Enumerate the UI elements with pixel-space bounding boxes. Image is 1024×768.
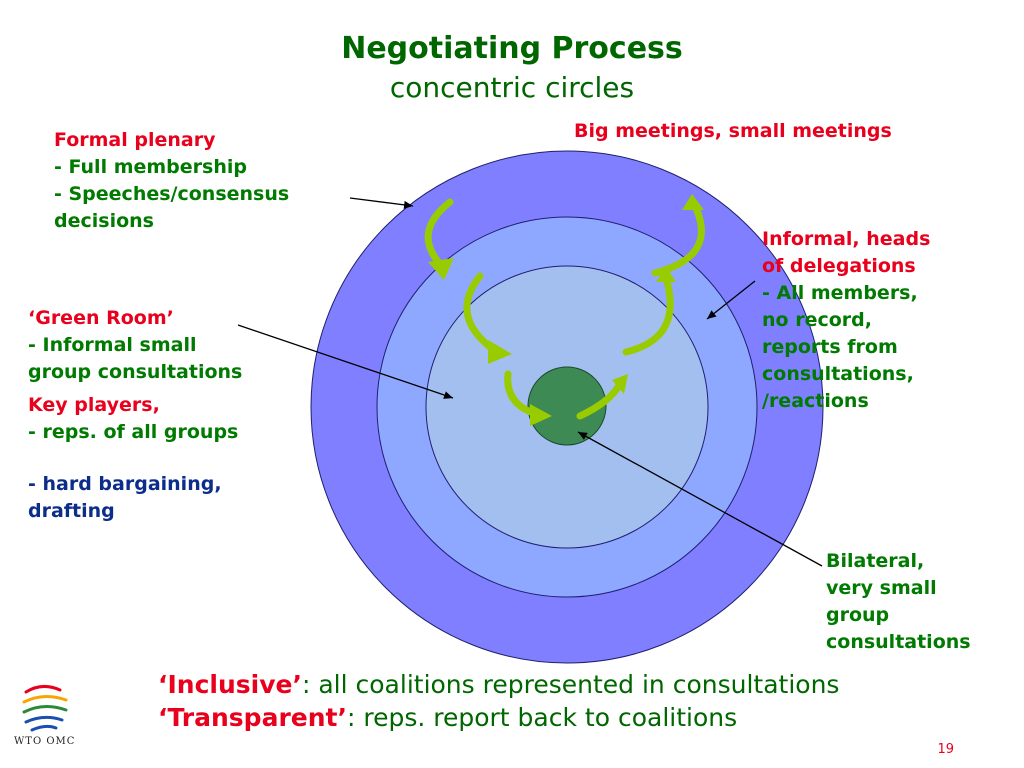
informal-heads-line: no record,: [762, 309, 872, 331]
arrowhead-outer-left: [428, 258, 454, 280]
key-players-line: - reps. of all groups: [28, 421, 239, 443]
center-circle-bilateral: [527, 366, 607, 446]
informal-heads-line: consultations,: [762, 363, 914, 385]
inclusive-note: ‘Inclusive’: all coalitions represented …: [158, 668, 839, 701]
transparent-text: : reps. report back to coalitions: [346, 703, 738, 732]
page-number: 19: [937, 742, 954, 757]
bilateral-line: consultations: [826, 631, 971, 653]
logo-text: WTO OMC: [14, 736, 76, 747]
green-room-heading: ‘Green Room’: [28, 307, 174, 329]
green-room-line: - Informal small: [28, 334, 197, 356]
green-room-label: ‘Green Room’ - Informal small group cons…: [28, 305, 242, 525]
formal-plenary-line: decisions: [54, 210, 154, 232]
informal-heads-line: reports from: [762, 336, 898, 358]
formal-plenary-line: - Full membership: [54, 156, 247, 178]
arrowhead-outer-right: [682, 194, 704, 210]
key-players-heading: Key players,: [28, 394, 160, 416]
arrowhead-inner-left: [530, 404, 552, 426]
curved-arrow-middle-left: [463, 272, 498, 354]
bilateral-line: very small: [826, 577, 937, 599]
inclusive-text: : all coalitions represented in consulta…: [301, 670, 840, 699]
wto-logo-icon: [22, 685, 68, 732]
pointer-formal-plenary: [349, 197, 414, 209]
pointer-informal-heads: [706, 280, 756, 320]
formal-plenary-label: Formal plenary - Full membership - Speec…: [54, 127, 289, 235]
informal-heads-line: /reactions: [762, 390, 869, 412]
formal-plenary-line: - Speeches/consensus: [54, 183, 290, 205]
bilateral-line: Bilateral,: [826, 550, 925, 572]
curved-arrow-middle-right: [622, 274, 674, 356]
bargaining-line: - hard bargaining,: [28, 473, 222, 495]
bilateral-line: group: [826, 604, 890, 626]
pointer-green-room: [237, 324, 454, 399]
inclusive-keyword: ‘Inclusive’: [158, 670, 302, 699]
green-room-line: group consultations: [28, 361, 243, 383]
page-subtitle: concentric circles: [389, 71, 635, 104]
page-title: Negotiating Process: [341, 31, 683, 66]
pointer-bilateral: [577, 431, 823, 567]
transparent-note: ‘Transparent’: reps. report back to coal…: [158, 701, 839, 734]
formal-plenary-heading: Formal plenary: [54, 129, 216, 151]
informal-heads-line: - All members,: [762, 282, 918, 304]
transparent-keyword: ‘Transparent’: [158, 703, 347, 732]
informal-heads-heading: Informal, heads: [762, 228, 931, 250]
bilateral-label: Bilateral, very small group consultation…: [826, 548, 971, 656]
arrowhead-middle-left: [488, 340, 512, 364]
informal-heads-label: Informal, heads of delegations - All mem…: [762, 226, 930, 415]
bottom-notes: ‘Inclusive’: all coalitions represented …: [158, 668, 839, 734]
curved-arrow-outer-left: [424, 198, 454, 268]
bargaining-line: drafting: [28, 500, 115, 522]
informal-heads-heading: of delegations: [762, 255, 916, 277]
top-right-heading: Big meetings, small meetings: [574, 120, 892, 142]
arrowhead-middle-right: [656, 266, 676, 282]
arrowhead-inner-right: [612, 374, 628, 394]
